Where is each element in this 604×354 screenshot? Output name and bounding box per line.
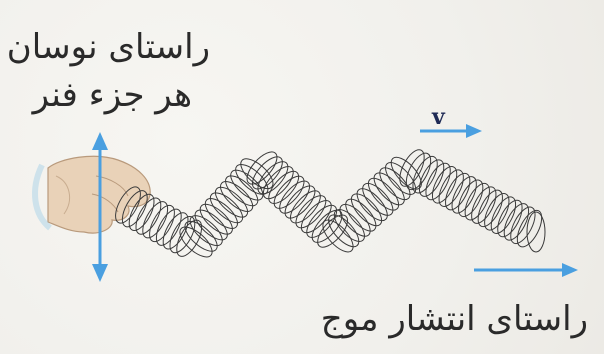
coil-loop — [200, 193, 242, 233]
coil-loop — [216, 176, 258, 216]
oscillation-direction-label: راستای نوسان — [7, 30, 210, 64]
coil-loop — [145, 202, 180, 246]
coil-loop — [441, 170, 475, 214]
coil-loop — [375, 163, 415, 205]
coil-loop — [185, 211, 227, 251]
coil-loop — [318, 215, 358, 257]
coil-loop — [434, 166, 468, 210]
coil-loop — [226, 165, 268, 205]
coil-loop — [165, 213, 200, 257]
velocity-label: v — [432, 104, 445, 130]
coil-loop — [386, 152, 426, 194]
coil-loop — [211, 182, 253, 222]
coil-loop — [190, 205, 232, 245]
coil-loop — [460, 180, 494, 224]
coil-loop — [493, 197, 527, 241]
coil-loop — [408, 153, 442, 197]
coil-loop — [180, 216, 222, 256]
oscillation-direction-label-line2: هر جزء فنر — [33, 78, 192, 112]
coil-loop — [206, 188, 248, 228]
coil-loop — [341, 194, 381, 236]
coil-loop — [512, 207, 546, 251]
coil-loop — [151, 205, 186, 249]
propagation-arrow — [474, 263, 578, 277]
coil-loop — [395, 146, 429, 190]
coil-loop — [447, 173, 481, 217]
coil-loop — [369, 168, 409, 210]
coil-loop — [506, 203, 540, 247]
coil-loop — [473, 186, 507, 230]
coil-loop — [352, 184, 392, 226]
coil-loop — [486, 193, 520, 237]
hand-icon — [35, 156, 150, 233]
coil-loop — [421, 160, 455, 204]
coil-loop — [329, 205, 369, 247]
coil-loop — [467, 183, 501, 227]
coil-loop — [380, 158, 420, 200]
coil-loop — [414, 156, 448, 200]
coil-loop — [358, 179, 398, 221]
coil-loop — [454, 176, 488, 220]
velocity-arrow — [420, 124, 482, 138]
coil-loop — [363, 173, 403, 215]
coil-spring-icon — [111, 146, 547, 262]
propagation-direction-label: راستای انتشار موج — [321, 302, 588, 336]
coil-loop — [427, 163, 461, 207]
coil-loop — [221, 171, 263, 211]
coil-loop — [346, 189, 386, 231]
coil-loop — [480, 190, 514, 234]
coil-loop — [195, 199, 237, 239]
